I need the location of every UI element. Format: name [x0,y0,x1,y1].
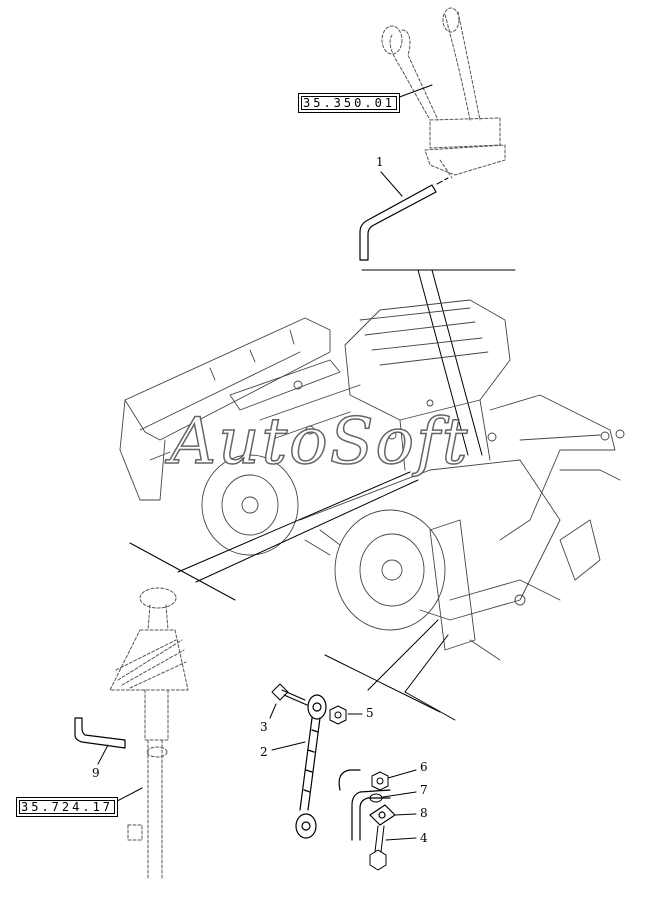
joystick-ghost [381,7,506,179]
callout-9: 9 [92,766,100,780]
callout-8: 8 [420,806,428,820]
part-4-bolt [369,825,387,871]
backhoe-loader [119,299,625,661]
ref-line-right-c [404,634,449,693]
part-7-washer [369,793,383,803]
gear-lever-ghost [109,587,189,881]
callout-2: 2 [260,745,268,759]
part-9-pin [74,717,126,749]
ref-line-right-d [404,691,456,721]
part-2-cable [295,694,327,839]
leader-4 [385,837,417,841]
callout-7: 7 [420,783,428,797]
part-3-bolt [271,683,308,706]
callout-6: 6 [420,760,428,774]
ref-line-left-a [129,542,236,601]
leader-1 [380,171,403,197]
reference-box-35-350-01[interactable]: 35.350.01 [298,93,401,113]
ref-line-diag-a [417,269,469,456]
callout-1: 1 [376,155,384,169]
ref-line-right-a [324,654,441,713]
leader-9 [97,744,109,765]
leader-7 [382,791,417,798]
leader-6 [387,769,417,779]
part-5-nut [329,705,347,725]
leader-3 [269,703,277,719]
watermark: AutoSoft [169,404,470,480]
part-6-nut [371,771,389,791]
callout-4: 4 [420,831,428,845]
leader-2 [271,741,306,751]
ref-line-right-b [367,619,439,691]
ref-line-left-b [177,471,411,573]
leader-8 [394,813,417,816]
callout-3: 3 [260,720,268,734]
ref-line-diag-b [431,269,483,456]
ref-line-left-c [195,479,419,583]
part-8-bracket [338,769,396,841]
part-1-pin [359,184,437,261]
callout-5: 5 [366,706,374,720]
reference-box-35-724-17[interactable]: 35.724.17 [16,797,119,817]
